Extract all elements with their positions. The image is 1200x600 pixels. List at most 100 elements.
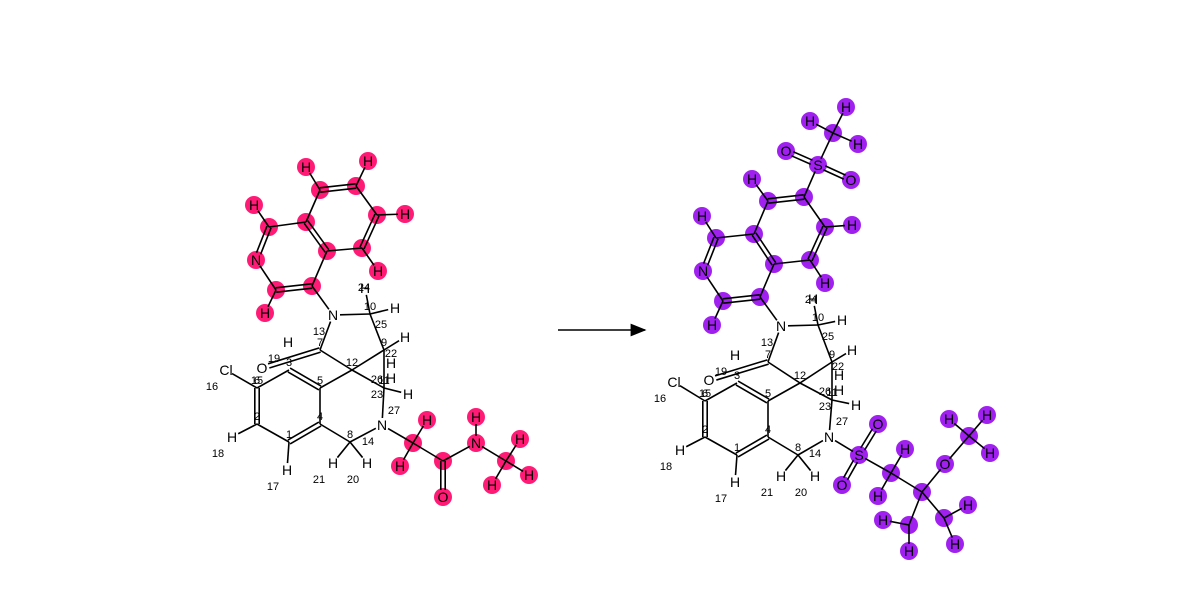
single-bond-line: [734, 454, 738, 476]
highlight-circle: [809, 156, 827, 174]
double-bond-line: [320, 187, 357, 193]
atom-label: O: [781, 143, 792, 159]
double-bond-line: [702, 236, 715, 264]
single-bond-line: [259, 265, 277, 291]
highlight-circle: [946, 535, 964, 553]
atom-index-label: 14: [362, 436, 374, 448]
atom-label: H: [524, 467, 534, 483]
single-bond-line: [383, 387, 402, 394]
atom-label: H: [900, 441, 910, 457]
single-bond-line: [349, 427, 377, 443]
single-bond-line: [714, 300, 724, 319]
double-bond-line: [319, 183, 356, 189]
highlight-circle: [837, 98, 855, 116]
highlight-circle: [896, 440, 914, 458]
single-bond-line: [256, 423, 290, 443]
atom-label: H: [847, 217, 857, 233]
single-bond-line: [831, 399, 850, 405]
double-bond-line: [735, 384, 768, 404]
atom-label: N: [824, 429, 834, 445]
atom-label: H: [904, 543, 914, 559]
atom-label: H: [707, 317, 717, 333]
double-bond-line: [768, 198, 805, 204]
highlight-circle: [703, 316, 721, 334]
single-bond-line: [828, 399, 833, 431]
atom-index-label: 8: [795, 442, 801, 454]
atom-label: O: [940, 456, 951, 472]
atom-label: O: [837, 477, 848, 493]
single-bond-line: [402, 442, 414, 461]
atom-label: H: [675, 442, 685, 458]
atom-label: H: [282, 462, 292, 478]
atom-label: H: [834, 382, 844, 398]
highlight-circle: [467, 408, 485, 426]
highlight-circle: [978, 406, 996, 424]
double-bond-line: [811, 227, 828, 262]
atom-label: H: [328, 455, 338, 471]
single-bond-line: [890, 454, 903, 474]
single-bond-line: [412, 425, 425, 444]
highlight-circle: [940, 410, 958, 428]
atom-index-label: 15: [251, 375, 263, 387]
atom-index-label: 12: [346, 357, 358, 369]
double-bond-line: [359, 213, 376, 248]
single-bond-line: [311, 285, 330, 310]
atom-index-label: 12: [794, 370, 806, 382]
double-bond-line: [737, 380, 770, 400]
atom-index-label: 26: [371, 374, 383, 386]
double-bond-line: [259, 227, 272, 255]
atom-label: H: [360, 280, 370, 296]
single-bond-line: [412, 442, 444, 462]
highlight-circle: [511, 430, 529, 448]
highlight-circle: [900, 542, 918, 560]
atom-label: H: [985, 445, 995, 461]
single-bond-line: [715, 233, 755, 239]
atom-label: H: [873, 488, 883, 504]
atom-index-label: 8: [347, 429, 353, 441]
single-bond-line: [336, 441, 351, 459]
single-bond-line: [704, 436, 738, 456]
atom-label: H: [373, 263, 383, 279]
atom-label: H: [847, 342, 857, 358]
double-bond-line: [714, 359, 768, 377]
single-bond-line: [799, 382, 833, 401]
highlight-circle: [869, 415, 887, 433]
single-bond-line: [803, 171, 816, 198]
atom-label: N: [377, 417, 387, 433]
single-bond-line: [864, 457, 892, 474]
atom-label: H: [808, 291, 818, 307]
atom-label: H: [400, 206, 410, 222]
atom-index-label: 16: [206, 381, 218, 393]
single-bond-line: [369, 313, 385, 351]
atom-index-label: 19: [268, 353, 280, 365]
single-bond-line: [442, 445, 471, 462]
single-bond-line: [231, 372, 258, 389]
atom-label: H: [878, 512, 888, 528]
atom-index-label: 25: [822, 331, 834, 343]
atom-index-label: 19: [715, 366, 727, 378]
atom-label: N: [698, 263, 708, 279]
atom-label: O: [438, 489, 449, 505]
atom-index-label: 2: [254, 411, 260, 423]
atom-index-label: 21: [313, 474, 325, 486]
highlight-circle: [247, 251, 265, 269]
highlight-circle: [396, 205, 414, 223]
single-bond-line: [349, 441, 364, 459]
atom-index-label: 10: [812, 312, 824, 324]
atom-index-label: 27: [836, 416, 848, 428]
atom-label: H: [805, 113, 815, 129]
atom-label: H: [487, 477, 497, 493]
double-bond-line: [276, 287, 313, 293]
atom-index-label: 25: [375, 319, 387, 331]
single-bond-line: [759, 263, 775, 298]
single-bond-line: [968, 435, 986, 450]
single-bond-line: [832, 112, 844, 134]
double-bond-line: [363, 215, 380, 250]
highlight-circle: [833, 476, 851, 494]
highlight-circle: [483, 476, 501, 494]
highlight-circle: [869, 487, 887, 505]
single-bond-line: [797, 439, 824, 456]
highlight-circle: [391, 457, 409, 475]
